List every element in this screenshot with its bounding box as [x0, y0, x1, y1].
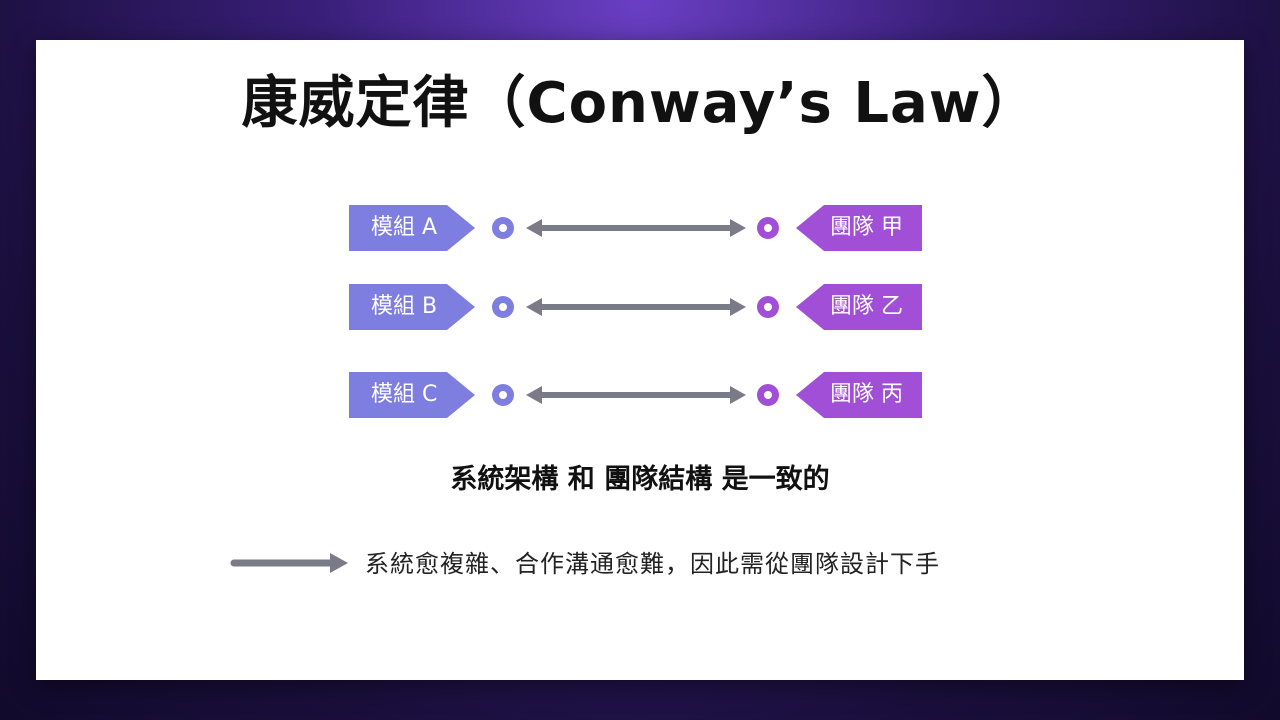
- module-dot-icon: [492, 217, 514, 239]
- team-dot-icon: [757, 296, 779, 318]
- double-arrow-icon: [526, 298, 746, 316]
- team-tag: 團隊 乙: [796, 284, 922, 330]
- module-tag: 模組 C: [349, 372, 475, 418]
- double-arrow-icon: [526, 219, 746, 237]
- double-arrow-icon: [526, 386, 746, 404]
- slide-card: [36, 40, 1244, 680]
- team-tag: 團隊 丙: [796, 372, 922, 418]
- mapping-row: 模組 B 團隊 乙: [0, 284, 1280, 330]
- team-dot-icon: [757, 384, 779, 406]
- right-arrow-icon: [230, 553, 348, 573]
- slide-title: 康威定律（Conway’s Law）: [241, 71, 1039, 136]
- mapping-row: 模組 C 團隊 丙: [0, 372, 1280, 418]
- team-dot-icon: [757, 217, 779, 239]
- module-dot-icon: [492, 384, 514, 406]
- module-tag: 模組 A: [349, 205, 475, 251]
- module-dot-icon: [492, 296, 514, 318]
- slide-subtitle: 系統架構 和 團隊結構 是一致的: [450, 464, 830, 495]
- mapping-row: 模組 A 團隊 甲: [0, 205, 1280, 251]
- module-tag: 模組 B: [349, 284, 475, 330]
- team-tag: 團隊 甲: [796, 205, 922, 251]
- slide-note: 系統愈複雜、合作溝通愈難，因此需從團隊設計下手: [365, 550, 940, 578]
